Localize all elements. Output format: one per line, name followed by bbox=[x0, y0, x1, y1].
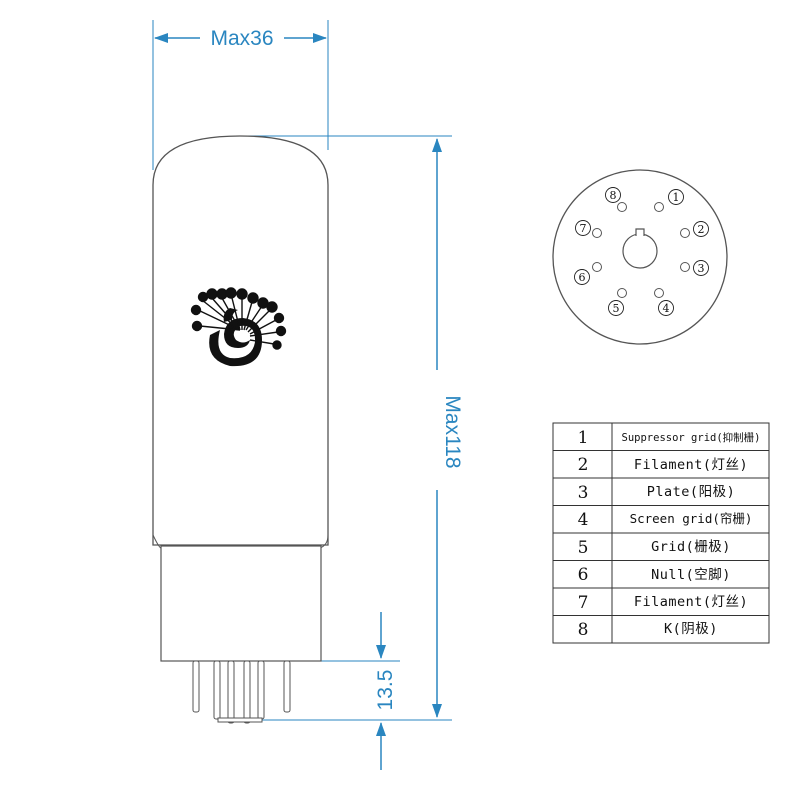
svg-text:8: 8 bbox=[610, 189, 617, 202]
row-num: 4 bbox=[578, 510, 589, 530]
pin-table: 1 Suppressor grid(抑制栅) 2 Filament(灯丝) 3 … bbox=[552, 422, 770, 644]
pin-label-2: 2 bbox=[693, 221, 709, 237]
row-desc: Suppressor grid(抑制栅) bbox=[622, 431, 761, 444]
row-desc: Grid(栅极) bbox=[651, 539, 731, 555]
table-row: 8 K(阴极) bbox=[578, 620, 718, 640]
row-desc: Filament(灯丝) bbox=[634, 594, 748, 610]
svg-text:1: 1 bbox=[673, 191, 680, 204]
row-num: 2 bbox=[578, 455, 589, 475]
pin-label-7: 7 bbox=[575, 220, 591, 236]
pin-table-row-dividers bbox=[553, 450, 769, 616]
socket-hole-1 bbox=[654, 202, 664, 212]
width-dimension: Max36 bbox=[152, 20, 329, 170]
width-label: Max36 bbox=[210, 27, 273, 50]
tube-base bbox=[160, 545, 322, 662]
table-row: 1 Suppressor grid(抑制栅) bbox=[578, 428, 761, 448]
logo-body bbox=[209, 318, 262, 367]
svg-text:6: 6 bbox=[579, 271, 586, 284]
pin-length-dimension: 13.5 bbox=[300, 612, 400, 770]
pin-label-5: 5 bbox=[608, 300, 624, 316]
pin-label-4: 4 bbox=[658, 300, 674, 316]
row-desc: K(阴极) bbox=[664, 621, 718, 637]
pin-label-6: 6 bbox=[574, 269, 590, 285]
tube-pin bbox=[192, 660, 200, 713]
socket-hole-8 bbox=[617, 202, 627, 212]
svg-text:7: 7 bbox=[580, 222, 587, 235]
row-num: 6 bbox=[578, 565, 589, 585]
socket-diagram: 1 2 3 4 5 6 7 8 bbox=[552, 169, 728, 345]
tube-pin bbox=[243, 660, 251, 724]
pin-label-3: 3 bbox=[693, 260, 709, 276]
tube-pins bbox=[192, 660, 291, 724]
socket-holes bbox=[592, 202, 690, 298]
svg-text:5: 5 bbox=[613, 302, 620, 315]
tube-body bbox=[152, 135, 329, 724]
socket-hole-7 bbox=[592, 228, 602, 238]
height-dimension: Max118 bbox=[230, 135, 464, 721]
pin-key bbox=[217, 717, 263, 723]
socket-hole-6 bbox=[592, 262, 602, 272]
row-desc: Null(空脚) bbox=[651, 567, 731, 583]
socket-hole-5 bbox=[617, 288, 627, 298]
center-key bbox=[622, 228, 658, 269]
row-desc: Filament(灯丝) bbox=[634, 457, 748, 473]
tube-pin bbox=[227, 660, 235, 724]
peacock-logo bbox=[190, 287, 287, 367]
pin-label-8: 8 bbox=[605, 187, 621, 203]
row-num: 7 bbox=[578, 593, 589, 613]
table-row: 3 Plate(阳极) bbox=[578, 483, 735, 503]
tube-pin bbox=[283, 660, 291, 713]
table-row: 2 Filament(灯丝) bbox=[578, 455, 748, 475]
socket-hole-2 bbox=[680, 228, 690, 238]
table-row: 7 Filament(灯丝) bbox=[578, 593, 748, 613]
pin-label-1: 1 bbox=[668, 189, 684, 205]
table-row: 6 Null(空脚) bbox=[578, 565, 731, 585]
glass-envelope bbox=[152, 135, 329, 546]
row-desc: Plate(阳极) bbox=[647, 484, 735, 500]
row-num: 8 bbox=[578, 620, 589, 640]
row-desc: Screen grid(帘栅) bbox=[630, 511, 753, 526]
table-row: 5 Grid(栅极) bbox=[578, 538, 731, 558]
row-num: 5 bbox=[578, 538, 589, 558]
svg-text:2: 2 bbox=[698, 223, 705, 236]
row-num: 3 bbox=[578, 483, 589, 503]
tube-pin bbox=[257, 660, 265, 720]
socket-pin-labels: 1 2 3 4 5 6 7 8 bbox=[574, 187, 709, 316]
svg-text:3: 3 bbox=[698, 262, 705, 275]
tube-pin bbox=[213, 660, 221, 720]
height-label: Max118 bbox=[441, 395, 464, 468]
table-row: 4 Screen grid(帘栅) bbox=[578, 510, 753, 530]
pin-length-label: 13.5 bbox=[374, 670, 397, 711]
socket-hole-4 bbox=[654, 288, 664, 298]
socket-hole-3 bbox=[680, 262, 690, 272]
svg-text:4: 4 bbox=[663, 302, 670, 315]
row-num: 1 bbox=[578, 428, 589, 448]
